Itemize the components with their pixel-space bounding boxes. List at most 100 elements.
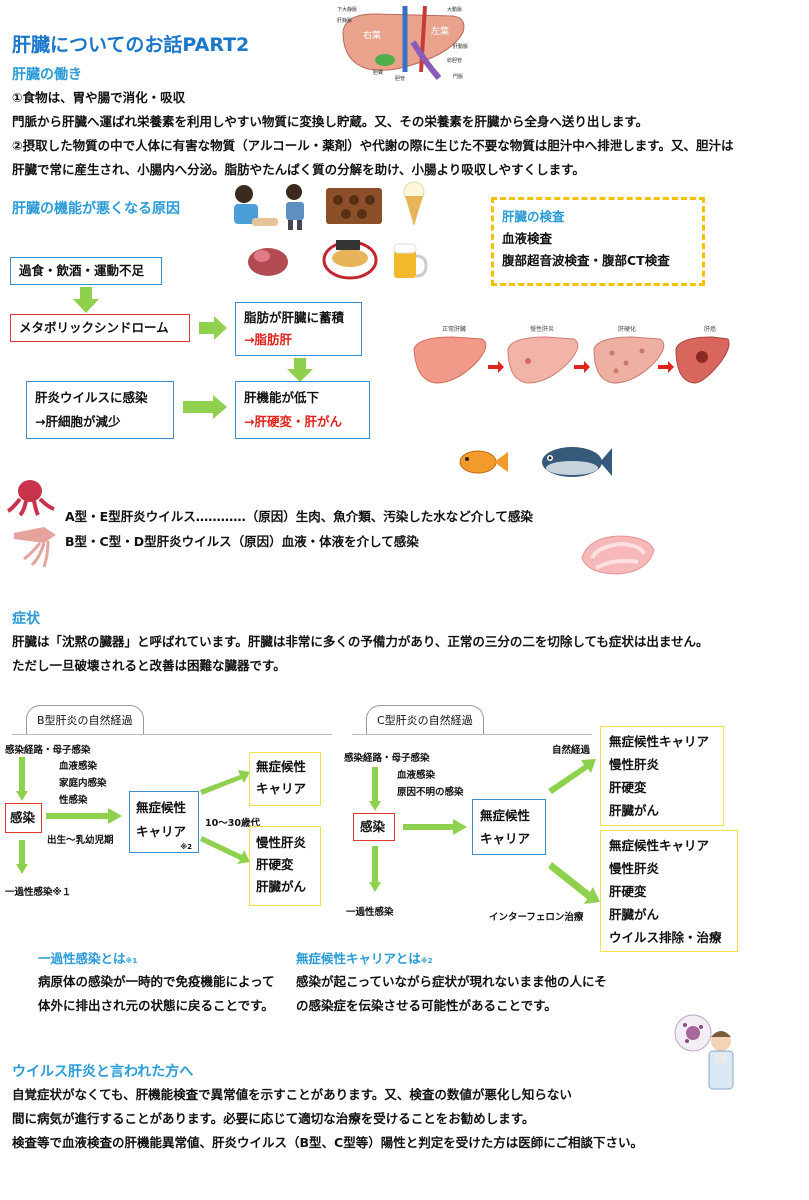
hepb-carrier-line: 無症候性 [136, 800, 187, 815]
arrow-down [369, 846, 381, 892]
work-heading: 肝臓の働き [12, 67, 82, 83]
hepb-carrier-box: 無症候性 キャリア ※2 [129, 791, 199, 853]
anatomy-label: 左葉 [431, 25, 449, 37]
advice-line: 自覚症状がなくても、肝機能検査で異常値を示すことがあります。又、検査の数値が悪化… [12, 1087, 572, 1102]
hepc-divider [352, 734, 592, 735]
liver-stages-illustration: 正常肝臓 慢性肝炎 肝硬化 肝癌 [412, 323, 732, 403]
arrow-down-right [548, 862, 600, 906]
hepc-route-item: 血液感染 [397, 770, 436, 781]
virus-types: A型・E型肝炎ウイルス…………（原因）生肉、魚介類、汚染した水など介して感染 B… [65, 504, 533, 554]
hepc-outcome2-line: 肝硬変 [609, 884, 647, 899]
hepb-outcome2-line: 肝硬変 [256, 857, 294, 872]
symptom-line: ただし一旦破壊されると改善は困難な臓器です。 [12, 658, 286, 673]
box-fat-line: 脂肪が肝臓に蓄積 [244, 310, 345, 325]
hepb-route-item: 家庭内感染 [59, 778, 107, 789]
stage-label: 肝癌 [704, 325, 716, 333]
anatomy-label: 門脈 [453, 73, 463, 80]
anatomy-label: 肝静脈 [337, 17, 352, 24]
hepb-transient: 一過性感染※１ [5, 887, 72, 898]
box-metabolic: メタボリックシンドローム [10, 314, 190, 342]
transient-note-title: 一過性感染とは [38, 951, 126, 966]
arrow-right [46, 808, 122, 824]
hepc-natural: 自然経過 [552, 745, 591, 756]
box-virus-result: →肝細胞が減少 [35, 414, 121, 429]
anatomy-label: 総胆管 [447, 57, 462, 64]
arrow-down [287, 358, 313, 382]
arrow-right [403, 819, 467, 835]
hepc-outcome2-line: 肝臓がん [609, 907, 660, 922]
octopus-squid-illustration [4, 477, 60, 573]
hepc-outcome1-box: 無症候性キャリア 慢性肝炎 肝硬変 肝臓がん [600, 726, 724, 826]
hepc-interferon: インターフェロン治療 [489, 912, 584, 923]
anatomy-label: 右葉 [363, 29, 381, 41]
hepc-carrier-line: キャリア [480, 831, 531, 846]
box-decline-result: →肝硬変・肝がん [244, 414, 342, 429]
stage-label: 慢性肝炎 [530, 325, 554, 333]
symptom-line: 肝臓は「沈黙の臓器」と呼ばれています。肝臓は非常に多くの予備力があり、正常の三分… [12, 634, 709, 649]
hepc-outcome1-line: 慢性肝炎 [609, 757, 660, 772]
hepb-tab: B型肝炎の自然経過 [26, 705, 144, 734]
symptom-heading: 症状 [12, 611, 40, 627]
exam-line: 腹部超音波検査・腹部CT検査 [502, 253, 670, 268]
hepc-route-item: 原因不明の感染 [397, 787, 464, 798]
box-virus-line: 肝炎ウイルスに感染 [35, 390, 148, 405]
page-title: 肝臓についてのお話PART2 [12, 34, 250, 56]
transient-note-mark: ※1 [125, 957, 138, 965]
hepb-carrier-note: ※2 [180, 843, 192, 851]
hepb-outcome1-box: 無症候性 キャリア [249, 752, 321, 806]
hepb-age-label: 出生～乳幼児期 [47, 835, 114, 846]
box-decline-line: 肝機能が低下 [244, 390, 320, 405]
carrier-note-heading: 無症候性キャリアとは※2 [296, 948, 432, 967]
advice-line: 間に病気が進行することがあります。必要に応じて適切な治療を受けることをお勧めしま… [12, 1111, 535, 1126]
hepc-outcome2-line: 慢性肝炎 [609, 861, 660, 876]
hepb-outcome2-line: 肝臓がん [256, 879, 307, 894]
arrow-down [369, 767, 381, 811]
hepc-outcome1-line: 肝臓がん [609, 803, 660, 818]
anatomy-label: 大動脈 [447, 6, 462, 13]
arrow-right [183, 395, 227, 419]
hepc-routes: 血液感染 原因不明の感染 [397, 767, 464, 801]
stage-label: 正常肝臓 [442, 325, 466, 333]
stage-label: 肝硬化 [618, 325, 636, 333]
hepb-outcome1-line: キャリア [256, 781, 307, 796]
liver-anatomy-illustration: 右葉 左葉 下大静脈 大動脈 肝静脈 胆嚢 胆管 門脈 肝動脈 総胆管 [335, 2, 475, 82]
arrow-up-right [548, 757, 596, 795]
hepc-infection-box: 感染 [353, 813, 395, 841]
carrier-note-text: 感染が起こっていながら症状が現れないまま他の人にそ の感染症を伝染させる可能性が… [296, 970, 607, 1018]
carrier-note-line: の感染症を伝染させる可能性があることです。 [296, 998, 557, 1013]
carrier-note-line: 感染が起こっていながら症状が現れないまま他の人にそ [296, 974, 607, 989]
transient-note-heading: 一過性感染とは※1 [38, 948, 137, 967]
hepc-carrier-line: 無症候性 [480, 808, 531, 823]
hepc-outcome2-line: 無症候性キャリア [609, 838, 710, 853]
advice-text: 自覚症状がなくても、肝機能検査で異常値を示すことがあります。又、検査の数値が悪化… [12, 1083, 643, 1155]
arrow-down [73, 287, 99, 313]
hepb-divider [12, 734, 332, 735]
arrow-right [199, 316, 227, 340]
cause-heading: 肝臓の機能が悪くなる原因 [12, 201, 180, 217]
hepc-outcome2-box: 無症候性キャリア 慢性肝炎 肝硬変 肝臓がん ウイルス排除・治療 [600, 830, 738, 952]
cause-illustrations [228, 180, 428, 290]
doctor-illustration [673, 1007, 739, 1091]
virus-line: B型・C型・D型肝炎ウイルス（原因）血液・体液を介して感染 [65, 534, 419, 549]
transient-note-line: 病原体の感染が一時的で免疫機能によって [38, 974, 275, 989]
arrow-down-right [200, 836, 250, 866]
anatomy-label: 胆管 [395, 75, 405, 82]
hepc-outcome2-line: ウイルス排除・治療 [609, 930, 722, 945]
hepb-outcome1-line: 無症候性 [256, 759, 307, 774]
work-text: ①食物は、胃や腸で消化・吸収 門脈から肝臓へ運ばれ栄養素を利用しやすい物質に変換… [12, 86, 733, 182]
box-virus: 肝炎ウイルスに感染 →肝細胞が減少 [26, 381, 174, 439]
hepb-route-item: 血液感染 [59, 761, 98, 772]
hepb-outcome2-line: 慢性肝炎 [256, 835, 307, 850]
work-line: ②摂取した物質の中で人体に有害な物質（アルコール・薬剤）や代謝の際に生じた不要な… [12, 138, 734, 153]
hepc-outcome1-line: 肝硬変 [609, 780, 647, 795]
symptom-text: 肝臓は「沈黙の臓器」と呼ばれています。肝臓は非常に多くの予備力があり、正常の三分… [12, 630, 709, 678]
anatomy-label: 肝動脈 [453, 43, 468, 50]
box-decline: 肝機能が低下 →肝硬変・肝がん [235, 381, 370, 439]
exam-line: 血液検査 [502, 231, 553, 246]
work-line: ①食物は、胃や腸で消化・吸収 [12, 90, 186, 105]
advice-line: 検査等で血液検査の肝機能異常値、肝炎ウイルス（B型、C型等）陽性と判定を受けた方… [12, 1135, 643, 1150]
virus-line: A型・E型肝炎ウイルス…………（原因）生肉、魚介類、汚染した水など介して感染 [65, 509, 533, 524]
advice-heading: ウイルス肝炎と言われた方へ [12, 1064, 194, 1080]
hepb-route: 感染経路・母子感染 [5, 745, 91, 756]
meat-illustration [578, 528, 658, 580]
